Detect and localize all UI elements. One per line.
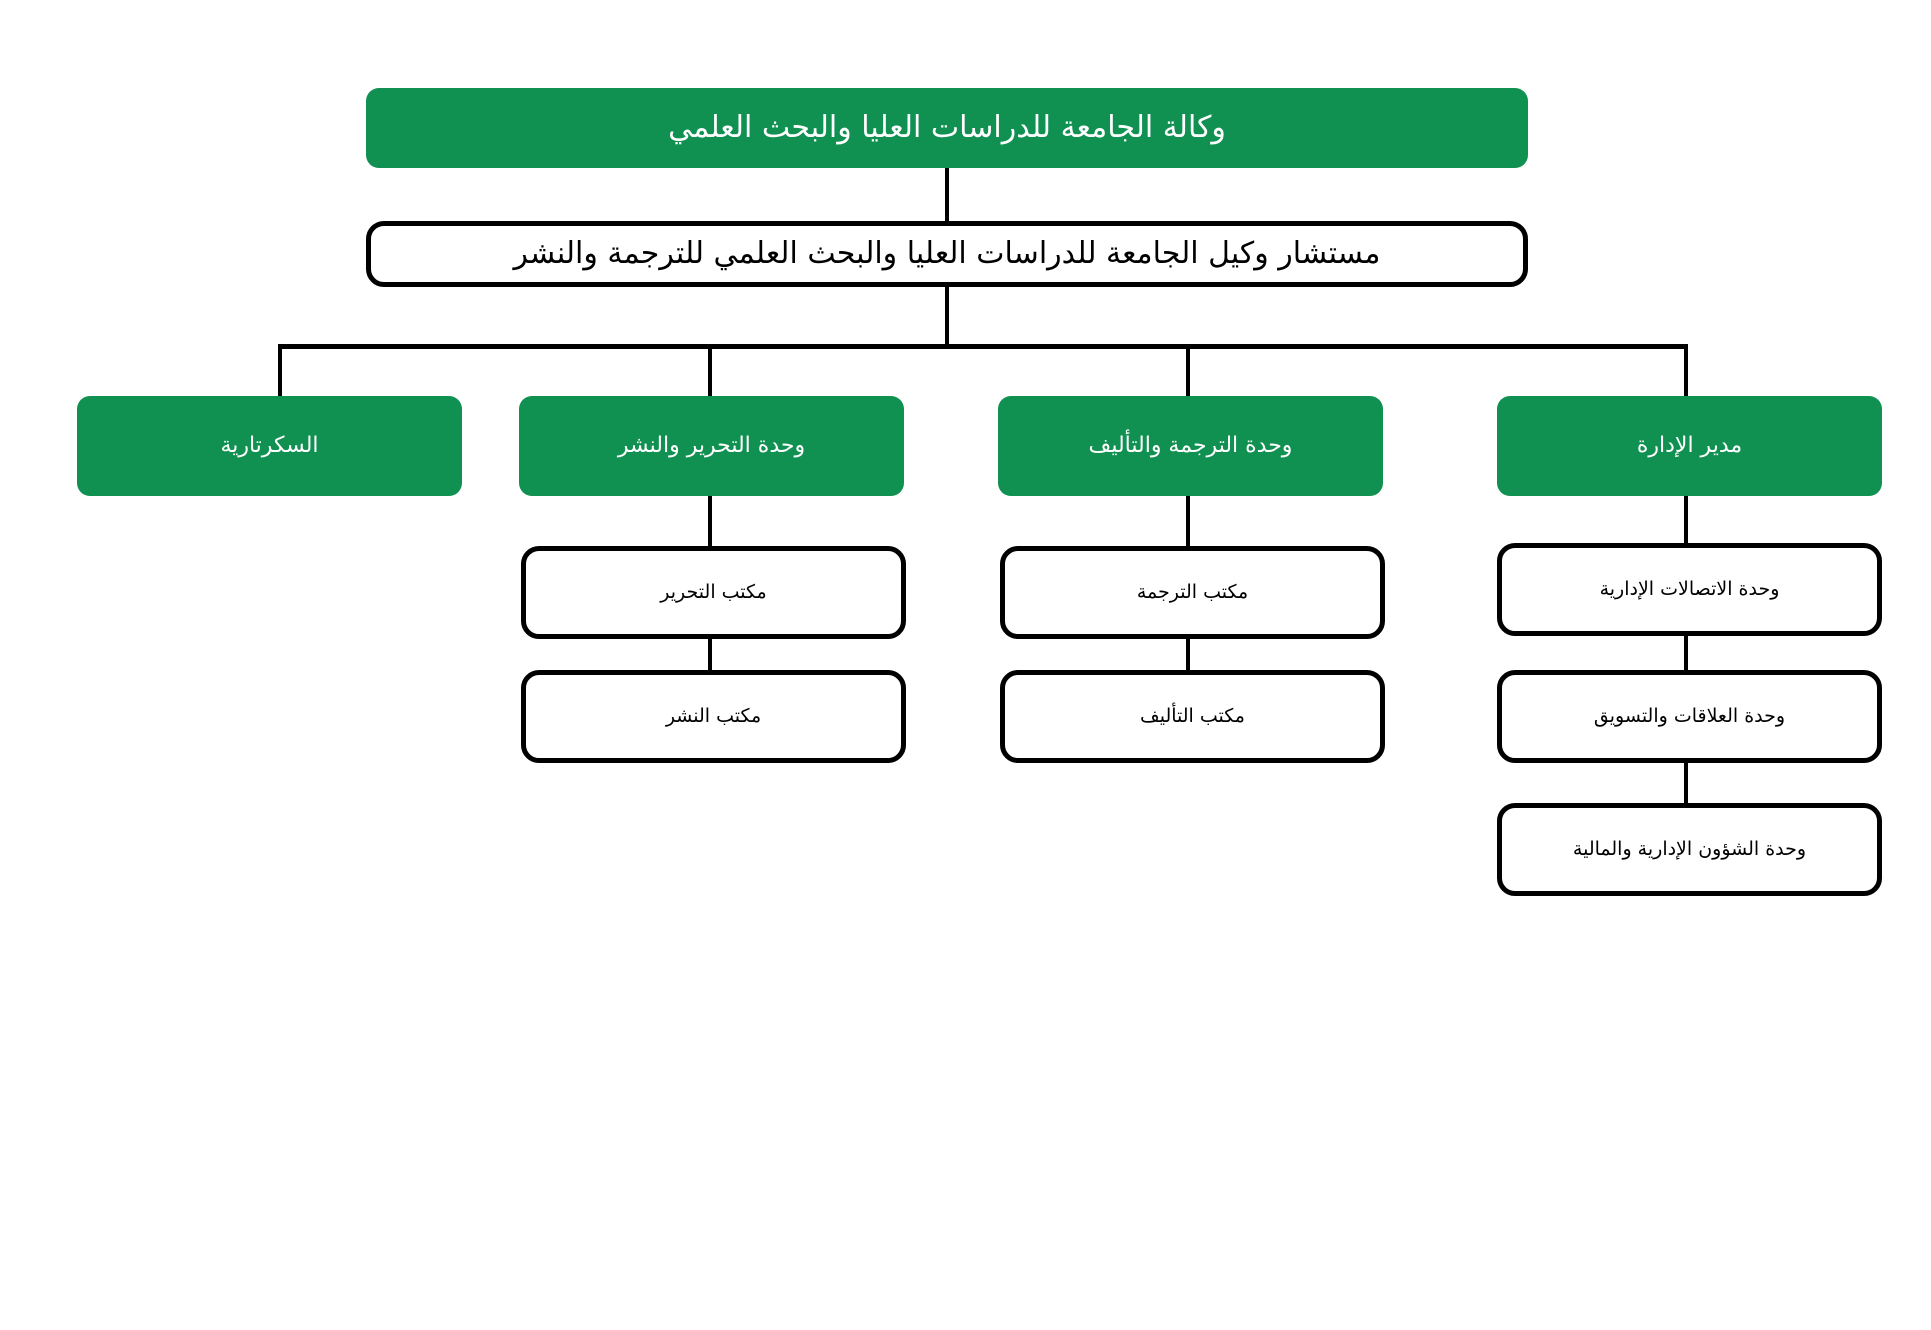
node-unit-administrative-financial-affairs-label: وحدة الشؤون الإدارية والمالية xyxy=(1572,837,1807,860)
node-unit-administrative-financial-affairs[interactable]: وحدة الشؤون الإدارية والمالية xyxy=(1497,803,1882,896)
connector-unit-relations-to-unit-affairs xyxy=(1684,761,1688,805)
node-office-editing-label: مكتب التحرير xyxy=(660,580,767,603)
connector-bus-drop-translation xyxy=(1186,344,1190,398)
node-branch-editing-publishing-label: وحدة التحرير والنشر xyxy=(617,433,806,459)
connector-office-translation-to-office-authoring xyxy=(1186,637,1190,672)
node-office-authoring-label: مكتب التأليف xyxy=(1140,704,1245,727)
node-office-translation-label: مكتب الترجمة xyxy=(1136,580,1249,603)
node-office-authoring[interactable]: مكتب التأليف xyxy=(1000,670,1385,763)
connector-advisor-to-bus xyxy=(945,287,949,348)
node-branch-administration-manager[interactable]: مدير الإدارة xyxy=(1497,396,1882,496)
node-office-translation[interactable]: مكتب الترجمة xyxy=(1000,546,1385,639)
node-branch-editing-publishing[interactable]: وحدة التحرير والنشر xyxy=(519,396,904,496)
node-office-publishing-label: مكتب النشر xyxy=(665,704,762,727)
connector-editing-to-office-editing xyxy=(708,496,712,548)
connector-translation-to-office-translation xyxy=(1186,496,1190,548)
connector-administration-to-unit-communications xyxy=(1684,496,1688,546)
node-branch-administration-manager-label: مدير الإدارة xyxy=(1636,433,1743,459)
node-unit-administrative-communications-label: وحدة الاتصالات الإدارية xyxy=(1599,577,1780,600)
node-branch-secretariat-label: السكرتارية xyxy=(220,433,319,459)
node-root-agency[interactable]: وكالة الجامعة للدراسات العليا والبحث الع… xyxy=(366,88,1528,168)
node-branch-translation-authoring[interactable]: وحدة الترجمة والتأليف xyxy=(998,396,1383,496)
connector-office-editing-to-office-publishing xyxy=(708,637,712,672)
connector-horizontal-bus xyxy=(278,344,1688,349)
node-root-agency-label: وكالة الجامعة للدراسات العليا والبحث الع… xyxy=(668,109,1226,145)
connector-unit-communications-to-unit-relations xyxy=(1684,634,1688,672)
connector-bus-drop-secretariat xyxy=(278,344,282,398)
node-advisor[interactable]: مستشار وكيل الجامعة للدراسات العليا والب… xyxy=(366,221,1528,287)
connector-bus-drop-editing xyxy=(708,344,712,398)
node-unit-relations-marketing-label: وحدة العلاقات والتسويق xyxy=(1593,704,1786,727)
node-branch-secretariat[interactable]: السكرتارية xyxy=(77,396,462,496)
node-office-publishing[interactable]: مكتب النشر xyxy=(521,670,906,763)
connector-bus-drop-administration xyxy=(1684,344,1688,398)
node-advisor-label: مستشار وكيل الجامعة للدراسات العليا والب… xyxy=(513,235,1381,271)
node-office-editing[interactable]: مكتب التحرير xyxy=(521,546,906,639)
node-unit-relations-marketing[interactable]: وحدة العلاقات والتسويق xyxy=(1497,670,1882,763)
node-unit-administrative-communications[interactable]: وحدة الاتصالات الإدارية xyxy=(1497,543,1882,636)
node-branch-translation-authoring-label: وحدة الترجمة والتأليف xyxy=(1088,433,1293,459)
connector-root-to-advisor xyxy=(945,168,949,222)
